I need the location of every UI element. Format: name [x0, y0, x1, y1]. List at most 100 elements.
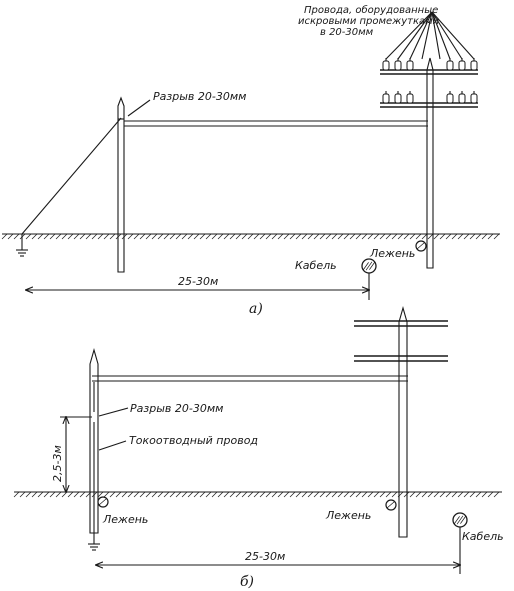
- ground-hatch-mark: [31, 491, 38, 498]
- ground-hatch-mark: [457, 233, 464, 240]
- note-leader-line: [385, 11, 433, 60]
- ground-hatch-mark: [109, 491, 116, 498]
- ground-hatch-mark: [61, 491, 68, 498]
- ground-hatch-mark: [385, 491, 392, 498]
- ground-hatch-mark: [361, 491, 368, 498]
- ground-hatch-mark: [463, 233, 470, 240]
- ground-hatch-mark: [91, 233, 98, 240]
- cable-hatch: [454, 516, 460, 524]
- note-fan-lines: [385, 11, 475, 60]
- ground-hatch-mark: [349, 491, 356, 498]
- ground-hatch-mark: [445, 491, 452, 498]
- insulator-icon: [446, 60, 454, 71]
- ground-hatch-mark: [469, 233, 476, 240]
- ground-hatch-mark: [55, 233, 62, 240]
- ground-hatch-mark: [487, 233, 494, 240]
- ground-hatch-mark: [301, 233, 308, 240]
- note-line-3: в 20-30мм: [320, 27, 374, 38]
- ground-hatch-mark: [55, 491, 62, 498]
- cable-label-b: Кабель: [462, 530, 504, 543]
- ground-hatch-mark: [475, 233, 482, 240]
- ground-hatch-mark: [133, 233, 140, 240]
- ground-hatch-mark: [445, 233, 452, 240]
- ground-hatch-mark: [223, 491, 230, 498]
- ground-hatch-mark: [403, 233, 410, 240]
- ground-hatch-mark: [433, 233, 440, 240]
- ground-hatch-mark: [211, 233, 218, 240]
- ground-hatch-mark: [265, 491, 272, 498]
- ground-hatch-mark: [79, 233, 86, 240]
- note-leader-line: [431, 11, 463, 60]
- insulator-icon: [470, 60, 478, 71]
- ground-hatch-mark: [19, 491, 26, 498]
- ground-hatch-mark: [427, 491, 434, 498]
- ground-hatch-mark: [481, 233, 488, 240]
- insulator-icon: [394, 93, 402, 104]
- ground-hatch-mark: [79, 491, 86, 498]
- ground-hatch-mark: [193, 491, 200, 498]
- lezhen-label-a: Лежень: [369, 247, 415, 260]
- ground-hatch-mark: [415, 491, 422, 498]
- ground-hatch-mark: [175, 491, 182, 498]
- ground-hatch-mark: [43, 233, 50, 240]
- ground-hatch-mark: [163, 491, 170, 498]
- ground-hatch-mark: [253, 491, 260, 498]
- ground-hatch-mark: [433, 491, 440, 498]
- note-leader-line: [397, 11, 433, 60]
- ground-hatch-mark: [271, 491, 278, 498]
- ground-hatch-mark: [247, 233, 254, 240]
- note-leader-line: [431, 11, 451, 60]
- ground-hatch-mark: [139, 233, 146, 240]
- insulator-icon: [406, 93, 414, 104]
- ground-hatch-mark: [385, 233, 392, 240]
- ground-hatch-mark: [103, 491, 110, 498]
- ground-hatch-mark: [397, 233, 404, 240]
- ground-hatch-mark: [97, 491, 104, 498]
- ground-hatch-mark: [61, 233, 68, 240]
- ground-hatch-mark: [211, 491, 218, 498]
- ground-hatch-mark: [313, 491, 320, 498]
- cable-label-a: Кабель: [295, 259, 337, 272]
- ground-hatch-mark: [439, 233, 446, 240]
- ground-hatch-mark: [187, 233, 194, 240]
- insulator-icon: [458, 93, 466, 104]
- insulator-icon: [406, 60, 414, 71]
- ground-hatch-mark: [97, 233, 104, 240]
- ground-hatch-mark: [409, 233, 416, 240]
- ground-line-a: [1, 233, 500, 240]
- ground-hatch-mark: [391, 233, 398, 240]
- ground-hatch-mark: [277, 491, 284, 498]
- height-dimension-b: 2,5-3м: [51, 417, 92, 492]
- ground-hatch-mark: [295, 233, 302, 240]
- ground-hatch-mark: [469, 491, 476, 498]
- note-leader-line: [421, 11, 433, 60]
- ground-hatch-mark: [271, 233, 278, 240]
- ground-hatch-mark: [277, 233, 284, 240]
- ground-hatch-mark: [169, 233, 176, 240]
- ground-hatch-mark: [217, 491, 224, 498]
- ground-hatch-mark: [253, 233, 260, 240]
- lezhen-right-label-b: Лежень: [325, 509, 371, 522]
- ground-hatch-mark: [301, 491, 308, 498]
- ground-hatch-mark: [127, 491, 134, 498]
- ground-hatch-mark: [265, 233, 272, 240]
- gap-label-b: Разрыв 20-30мм: [130, 402, 223, 415]
- left-pole-b: [89, 347, 99, 534]
- ground-hatch-mark: [103, 233, 110, 240]
- ground-hatch-mark: [259, 233, 266, 240]
- gap-label-a: Разрыв 20-30мм: [153, 90, 246, 103]
- ground-hatch-mark: [235, 233, 242, 240]
- ground-hatch-mark: [373, 491, 380, 498]
- caption-a: а): [249, 301, 263, 317]
- ground-hatch-mark: [7, 233, 14, 240]
- distance-label-b: 25-30м: [245, 550, 285, 563]
- ground-hatch-mark: [73, 491, 80, 498]
- ground-hatch-mark: [247, 491, 254, 498]
- ground-line-b: [13, 491, 502, 498]
- ground-hatch-mark: [133, 491, 140, 498]
- ground-hatch-mark: [439, 491, 446, 498]
- ground-hatch-mark: [343, 233, 350, 240]
- ground-hatch-mark: [163, 233, 170, 240]
- ground-hatch-mark: [259, 491, 266, 498]
